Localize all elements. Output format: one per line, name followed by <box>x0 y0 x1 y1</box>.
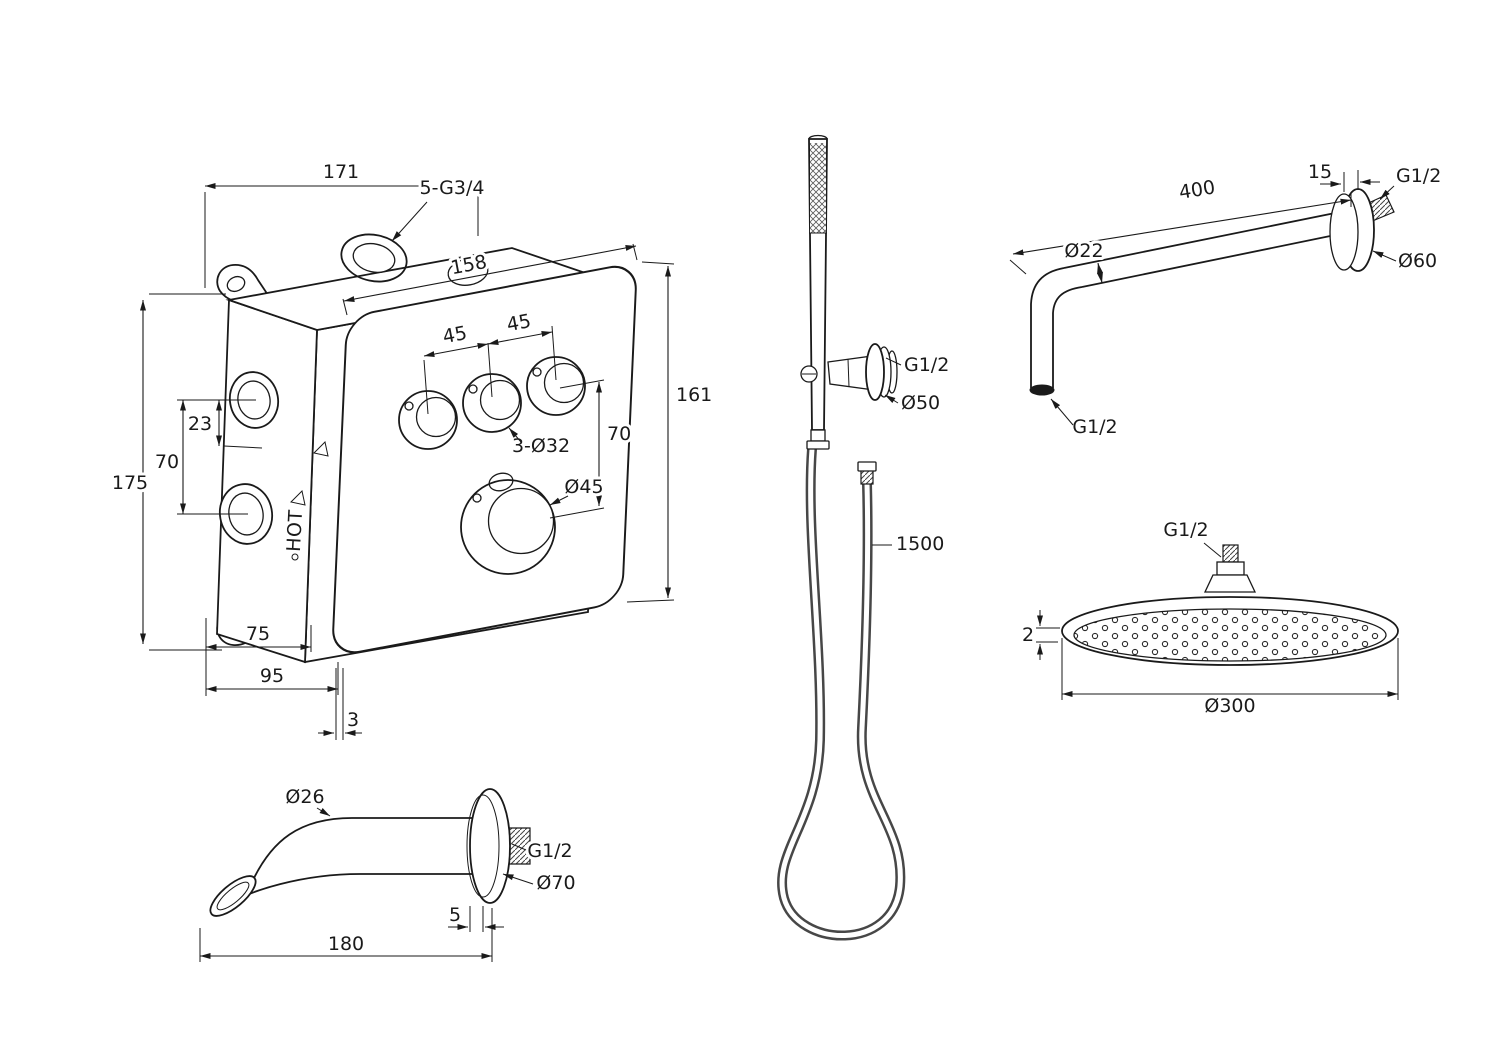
hand-shower-wand <box>806 134 830 450</box>
dim-45-a: 45 <box>441 322 469 348</box>
valve-button-3 <box>526 356 586 416</box>
thermostat-dial <box>460 472 556 575</box>
shower-head: G1/2 2 Ø300 <box>1019 516 1399 720</box>
dim-d70: Ø70 <box>536 872 575 894</box>
valve-button-1 <box>398 390 458 450</box>
dim-161: 161 <box>676 384 712 406</box>
dim-g12-outlet: G1/2 <box>1072 416 1117 438</box>
arm-tube <box>1063 211 1341 269</box>
arm-outlet <box>1029 384 1055 396</box>
dim-g12-wall: G1/2 <box>1396 165 1441 187</box>
dim-95: 95 <box>260 665 284 687</box>
dim-1500: 1500 <box>896 533 944 555</box>
dim-70-left: 70 <box>155 451 179 473</box>
hose-end-fitting <box>860 469 874 485</box>
dim-2: 2 <box>1022 624 1034 646</box>
dim-d60: Ø60 <box>1398 250 1437 272</box>
dim-d45: Ø45 <box>564 476 603 498</box>
shower-arm: 400 15 G1/2 Ø22 Ø60 G1/2 <box>1009 158 1444 441</box>
dim-g12-spout: G1/2 <box>527 840 572 862</box>
dim-3: 3 <box>347 709 359 731</box>
dim-d50: Ø50 <box>901 392 940 414</box>
valve-dimensions: 171 5-G3/4 158 45 45 23 70 175 161 <box>109 158 715 740</box>
hand-shower: G1/2 Ø50 1500 <box>777 134 952 941</box>
dim-d22: Ø22 <box>1064 240 1103 262</box>
shower-holder <box>827 343 898 401</box>
head-spray-face <box>1073 608 1387 662</box>
dim-g12-holder: G1/2 <box>904 354 949 376</box>
dim-70-face: 70 <box>607 423 631 445</box>
head-thread-connector <box>1222 544 1239 563</box>
dim-g12-head: G1/2 <box>1163 519 1208 541</box>
dim-400: 400 <box>1177 176 1216 203</box>
dim-23: 23 <box>188 413 212 435</box>
dim-180: 180 <box>328 933 364 955</box>
dim-45-b: 45 <box>505 310 533 336</box>
dim-75: 75 <box>246 623 270 645</box>
trim-plate <box>332 265 637 654</box>
dim-175: 175 <box>112 472 148 494</box>
dim-3x32: 3-Ø32 <box>512 435 570 457</box>
spout-mouth <box>209 875 257 917</box>
dim-5-g34: 5-G3/4 <box>420 177 485 199</box>
head-dimensions: G1/2 2 Ø300 <box>1019 516 1399 720</box>
dim-15: 15 <box>1308 161 1332 183</box>
valve-unit: HOT <box>109 158 715 740</box>
flow-triangle-upper <box>312 440 329 457</box>
handshower-dimensions: G1/2 Ø50 1500 <box>872 351 952 558</box>
dim-5: 5 <box>449 904 461 926</box>
hose <box>777 444 906 941</box>
dim-171: 171 <box>323 161 359 183</box>
dim-d26: Ø26 <box>285 786 324 808</box>
arm-dimensions: 400 15 G1/2 Ø22 Ø60 G1/2 <box>1009 158 1444 441</box>
spout-flange <box>469 788 511 904</box>
dim-d300: Ø300 <box>1204 695 1255 717</box>
spout-dimensions: Ø26 G1/2 Ø70 5 180 <box>199 783 579 962</box>
spout-body-top <box>253 817 472 879</box>
hot-marking: HOT <box>283 509 307 552</box>
valve-button-2 <box>462 373 522 433</box>
valve-box-left-face <box>216 298 318 664</box>
wall-spout: Ø26 G1/2 Ø70 5 180 <box>199 783 579 962</box>
flow-triangle-lower <box>289 489 306 506</box>
